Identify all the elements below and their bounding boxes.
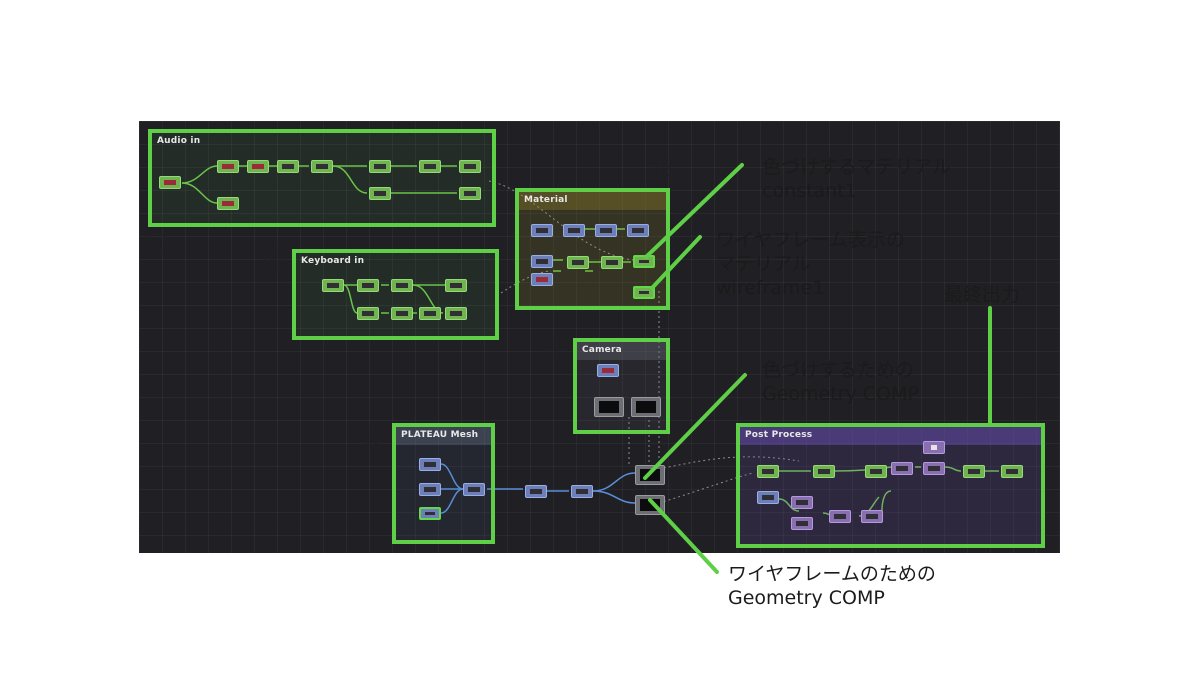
post-node[interactable] (757, 491, 779, 504)
post-node[interactable] (861, 510, 883, 523)
post-node[interactable] (791, 517, 813, 530)
material-node[interactable] (531, 224, 553, 237)
number-badge-material: ④ (650, 161, 670, 181)
group-post-process[interactable]: Post Process (736, 423, 1045, 548)
group-audio-in[interactable]: Audio in (148, 129, 496, 227)
camera-node[interactable] (597, 364, 619, 377)
audio-node[interactable] (277, 160, 299, 173)
plateau-merge-node[interactable] (463, 483, 485, 496)
number-badge-plateau: ① (362, 425, 382, 445)
audio-node[interactable] (369, 187, 391, 200)
number-badge-post: ⑥ (1026, 396, 1046, 416)
group-keyboard-in[interactable]: Keyboard in (292, 249, 499, 340)
audio-node[interactable] (459, 160, 481, 173)
group-keyboard-in-title: Keyboard in (301, 256, 365, 266)
group-audio-in-title: Audio in (157, 136, 201, 146)
keyboard-node[interactable] (322, 279, 344, 292)
material-node[interactable] (531, 273, 553, 286)
material-node[interactable] (595, 224, 617, 237)
audio-node[interactable] (311, 160, 333, 173)
post-node[interactable] (923, 441, 945, 454)
number-badge-camera: ⑤ (546, 338, 566, 358)
annotation-wireframe1-line1: ワイヤフレーム表示の (716, 229, 905, 251)
post-node[interactable] (829, 510, 851, 523)
post-node[interactable] (963, 465, 985, 478)
annotation-constant1-line2: constant1 (762, 180, 857, 202)
geometry-comp-wireframe-node[interactable] (635, 495, 665, 515)
annotation-geo-color-line2: Geometry COMP (762, 383, 919, 405)
post-node[interactable] (791, 496, 813, 509)
number-badge-audio: ② (147, 233, 167, 253)
audio-node[interactable] (459, 187, 481, 200)
sop-node[interactable] (525, 485, 547, 498)
keyboard-node[interactable] (419, 307, 441, 320)
number-badge-keyboard: ③ (264, 247, 284, 267)
audio-node[interactable] (369, 160, 391, 173)
audio-node[interactable] (217, 160, 239, 173)
group-post-process-title: Post Process (740, 427, 1041, 445)
post-node[interactable] (891, 462, 913, 475)
audio-node[interactable] (247, 160, 269, 173)
material-node[interactable] (563, 224, 585, 237)
annotation-final-output: 最終出力 (944, 284, 1021, 306)
keyboard-node[interactable] (445, 307, 467, 320)
material-node[interactable] (567, 256, 589, 269)
wireframe1-material-node[interactable] (633, 286, 655, 299)
constant1-material-node[interactable] (633, 255, 655, 268)
post-node[interactable] (813, 465, 835, 478)
group-material-title: Material (519, 192, 666, 210)
post-node[interactable] (865, 465, 887, 478)
plateau-fbx-node[interactable] (419, 507, 441, 520)
group-plateau-mesh-title: PLATEAU Mesh (396, 427, 491, 445)
annotation-geo-wire-line1: ワイヤフレームのための (728, 563, 936, 585)
post-render-node[interactable] (757, 465, 779, 478)
annotation-wireframe1-line3: wireframe1 (716, 277, 825, 299)
keyboard-node[interactable] (357, 279, 379, 292)
material-node[interactable] (627, 224, 649, 237)
plateau-fbx-node[interactable] (419, 483, 441, 496)
audio-node[interactable] (217, 197, 239, 210)
keyboard-node[interactable] (357, 307, 379, 320)
network-editor-canvas[interactable]: Audio in Keyboard in Material Camera PLA… (139, 121, 1060, 553)
keyboard-node[interactable] (391, 279, 413, 292)
camera-render-node[interactable] (594, 397, 624, 417)
keyboard-node[interactable] (391, 307, 413, 320)
annotation-geo-wire-line2: Geometry COMP (728, 587, 885, 609)
group-camera[interactable]: Camera (573, 338, 670, 434)
annotation-wireframe1-line2: マテリアル (716, 253, 811, 275)
group-camera-title: Camera (577, 342, 666, 360)
post-final-out-node[interactable] (1001, 465, 1023, 478)
post-node[interactable] (923, 462, 945, 475)
material-node[interactable] (531, 255, 553, 268)
audio-device-in-node[interactable] (159, 176, 181, 189)
annotation-constant1-line1: 色づけするマテリアル (762, 156, 952, 178)
geometry-comp-color-node[interactable] (635, 465, 665, 485)
keyboard-node[interactable] (445, 279, 467, 292)
annotation-geo-color-line1: 色づけするための (762, 359, 915, 381)
camera-render-node[interactable] (631, 397, 661, 417)
sop-node[interactable] (571, 485, 593, 498)
audio-node[interactable] (419, 160, 441, 173)
plateau-fbx-node[interactable] (419, 458, 441, 471)
material-node[interactable] (601, 256, 623, 269)
